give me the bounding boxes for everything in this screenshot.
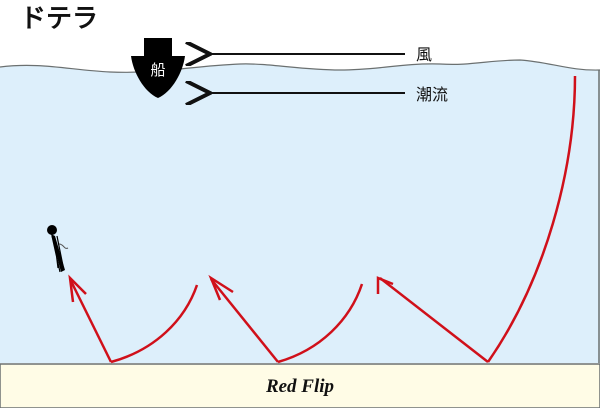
page-title: ドテラ <box>20 4 98 34</box>
seabed <box>0 363 600 408</box>
arrowhead-2 <box>208 274 234 301</box>
bounce-3 <box>379 277 489 363</box>
arc-2 <box>277 283 364 364</box>
arc-1 <box>110 284 199 364</box>
bounce-2 <box>210 278 279 363</box>
water-surface <box>0 59 600 73</box>
boat-label: 船 <box>150 61 165 79</box>
fishing-line <box>486 75 577 363</box>
current-label: 潮流 <box>416 85 448 104</box>
wind-label: 風 <box>416 45 432 64</box>
bounce-1 <box>68 278 113 363</box>
water <box>0 60 600 363</box>
arrowhead-1 <box>68 274 87 303</box>
brand-label: Red Flip <box>265 376 334 397</box>
jig-icon <box>47 225 69 273</box>
arrowhead-3 <box>376 276 394 294</box>
boat-icon: 船 <box>131 38 185 98</box>
lure-path <box>68 274 489 364</box>
